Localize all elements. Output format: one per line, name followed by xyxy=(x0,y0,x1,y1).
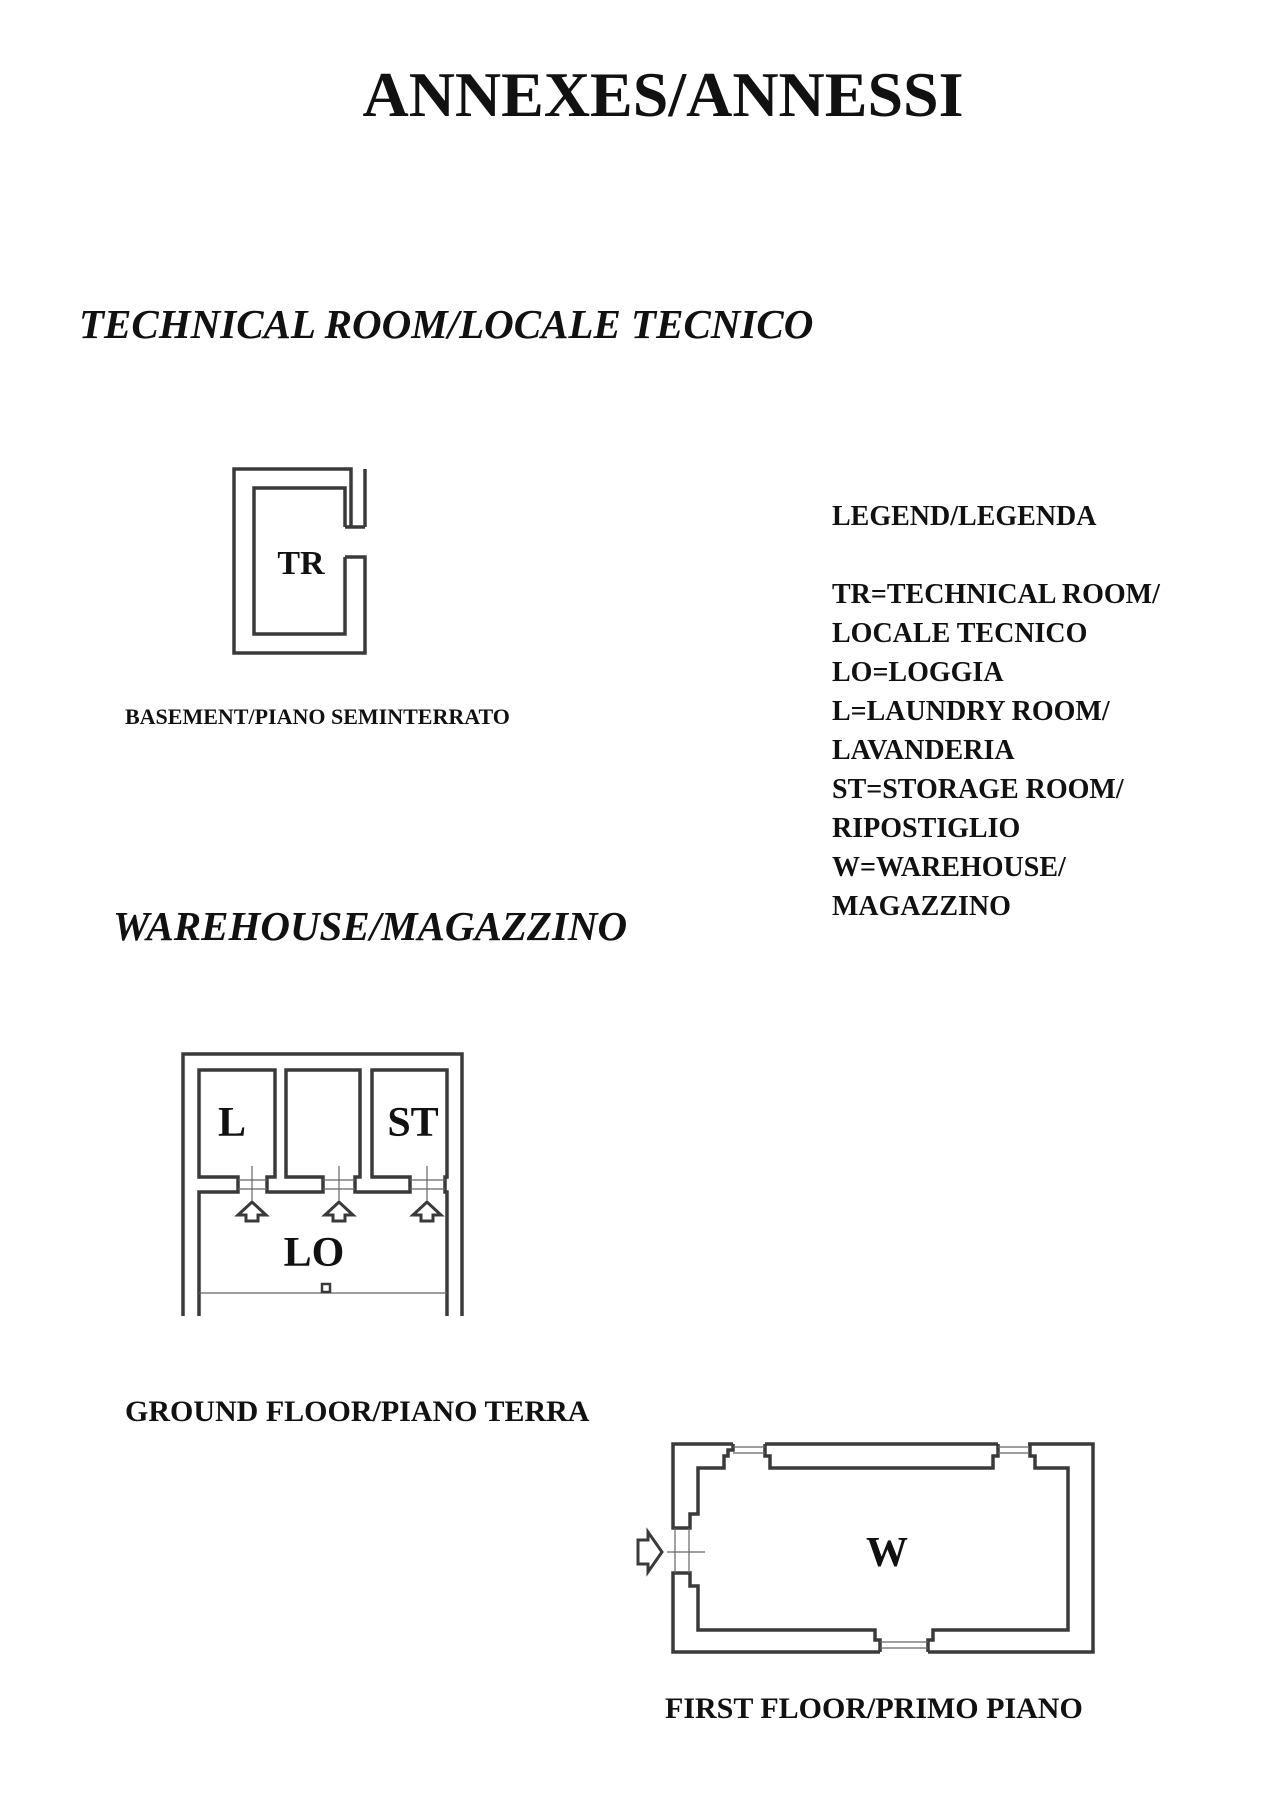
caption-ground-floor: GROUND FLOOR/PIANO TERRA xyxy=(125,1395,590,1428)
page-title: ANNEXES/ANNESSI xyxy=(362,59,964,130)
section-title-technical-room: TECHNICAL ROOM/LOCALE TECNICO xyxy=(79,301,814,347)
legend-line: W=WAREHOUSE/ xyxy=(832,852,1066,883)
legend-line: L=LAUNDRY ROOM/ xyxy=(832,696,1110,727)
room-label-st: ST xyxy=(387,1100,438,1146)
legend-line: MAGAZZINO xyxy=(832,891,1011,922)
legend-line: LO=LOGGIA xyxy=(832,657,1004,688)
entry-arrow-icon xyxy=(409,1199,445,1223)
legend-line: LOCALE TECNICO xyxy=(832,618,1088,649)
caption-first-floor: FIRST FLOOR/PRIMO PIANO xyxy=(665,1692,1083,1725)
basement-floor-plan: TR xyxy=(232,467,367,655)
legend: LEGEND/LEGENDA TR=TECHNICAL ROOM/ LOCALE… xyxy=(832,497,1160,926)
legend-line: TR=TECHNICAL ROOM/ xyxy=(832,579,1160,610)
room-label-l: L xyxy=(218,1100,246,1146)
entry-arrow-icon xyxy=(234,1199,270,1223)
caption-basement: BASEMENT/PIANO SEMINTERRATO xyxy=(125,704,510,729)
room-label-lo: LO xyxy=(284,1230,345,1276)
first-floor-plan: W xyxy=(636,1442,1095,1654)
room-label-w: W xyxy=(866,1530,908,1576)
entry-arrow-icon xyxy=(636,1527,664,1577)
legend-heading: LEGEND/LEGENDA xyxy=(832,501,1097,532)
legend-line: LAVANDERIA xyxy=(832,735,1015,766)
section-title-warehouse: WAREHOUSE/MAGAZZINO xyxy=(113,903,628,949)
room-label-tr: TR xyxy=(277,545,325,582)
legend-line: RIPOSTIGLIO xyxy=(832,813,1021,844)
ground-floor-plan: L ST LO xyxy=(181,1052,464,1316)
entry-arrow-icon xyxy=(321,1199,357,1223)
legend-line: ST=STORAGE ROOM/ xyxy=(832,774,1124,805)
